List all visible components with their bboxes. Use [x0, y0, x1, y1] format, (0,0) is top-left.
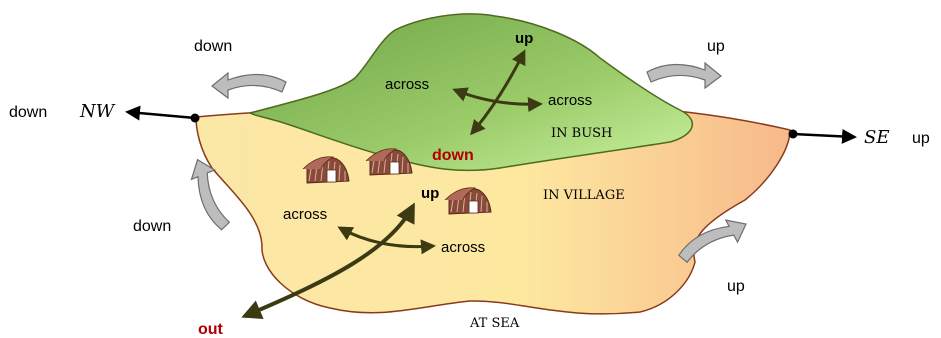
se-up-label: up: [912, 130, 930, 147]
village-across-left-label: across: [283, 206, 327, 223]
se-arrow: [792, 128, 857, 144]
top-right-up-label: up: [707, 38, 725, 55]
in-bush-label: IN BUSH: [551, 126, 612, 141]
bottom-right-up-label: up: [727, 278, 745, 295]
se-endpoint: [788, 129, 798, 139]
bush-down-label: down: [432, 147, 474, 164]
se-label: SE: [864, 127, 889, 148]
bush-across-right-label: across: [548, 92, 592, 109]
village-out-up-arrow: [241, 202, 415, 319]
bush-across-arrow: [452, 87, 543, 113]
bush-up-label: up: [515, 30, 533, 47]
left-down-label: down: [133, 218, 171, 235]
at-sea-label: AT SEA: [469, 316, 520, 331]
village-up-label: up: [421, 185, 439, 202]
village-across-right-label: across: [441, 239, 485, 256]
curved-arrow-icon: [211, 72, 287, 99]
nw-endpoint: [190, 113, 200, 123]
nw-arrow: [125, 105, 196, 121]
bush-across-left-label: across: [385, 76, 429, 93]
village-across-arrow: [337, 226, 436, 255]
curved-arrow-icon: [646, 62, 722, 89]
top-left-down-label: down: [194, 38, 232, 55]
nw-label: NW: [79, 101, 116, 122]
in-village-label: IN VILLAGE: [543, 188, 625, 203]
out-label: out: [198, 321, 224, 338]
nw-down-label: down: [9, 104, 47, 121]
